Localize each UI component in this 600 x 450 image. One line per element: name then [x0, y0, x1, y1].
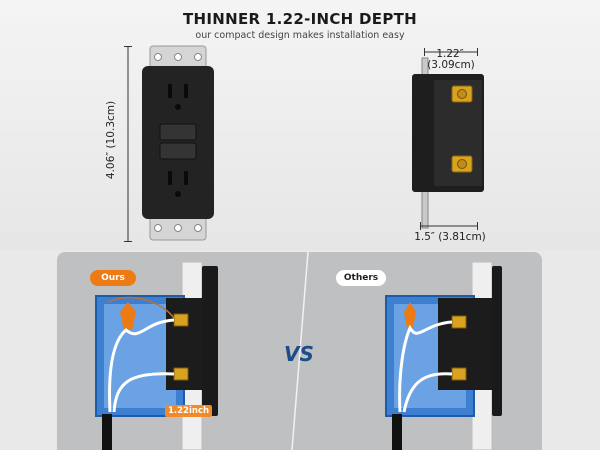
comparison-divider	[291, 252, 309, 450]
page-subtitle: our compact design makes installation ea…	[195, 30, 405, 41]
others-install-illustration	[385, 262, 502, 450]
page-title: THINNER 1.22-INCH DEPTH	[182, 10, 418, 28]
outlet-side-view	[412, 57, 484, 229]
outlet-front-view	[142, 45, 214, 241]
ours-tag: Ours	[90, 270, 136, 286]
ours-depth-label: 1.22inch	[165, 405, 213, 417]
plate-dimension-line	[420, 222, 478, 230]
upper-background	[0, 0, 600, 250]
depth-inch-label: 1.22″	[436, 48, 464, 60]
gfci-reset-button	[159, 142, 197, 160]
vs-label: VS	[284, 342, 314, 366]
height-dimension-line	[124, 46, 132, 242]
ours-install-illustration	[95, 262, 218, 450]
gfci-test-button	[159, 123, 197, 141]
depth-dimension-line	[424, 48, 478, 56]
height-dimension-label: 4.06″ (10.3cm)	[105, 100, 117, 180]
others-tag: Others	[336, 270, 386, 286]
depth-cm-label: (3.09cm)	[427, 59, 475, 71]
plate-dimension-label: 1.5″ (3.81cm)	[414, 231, 486, 243]
